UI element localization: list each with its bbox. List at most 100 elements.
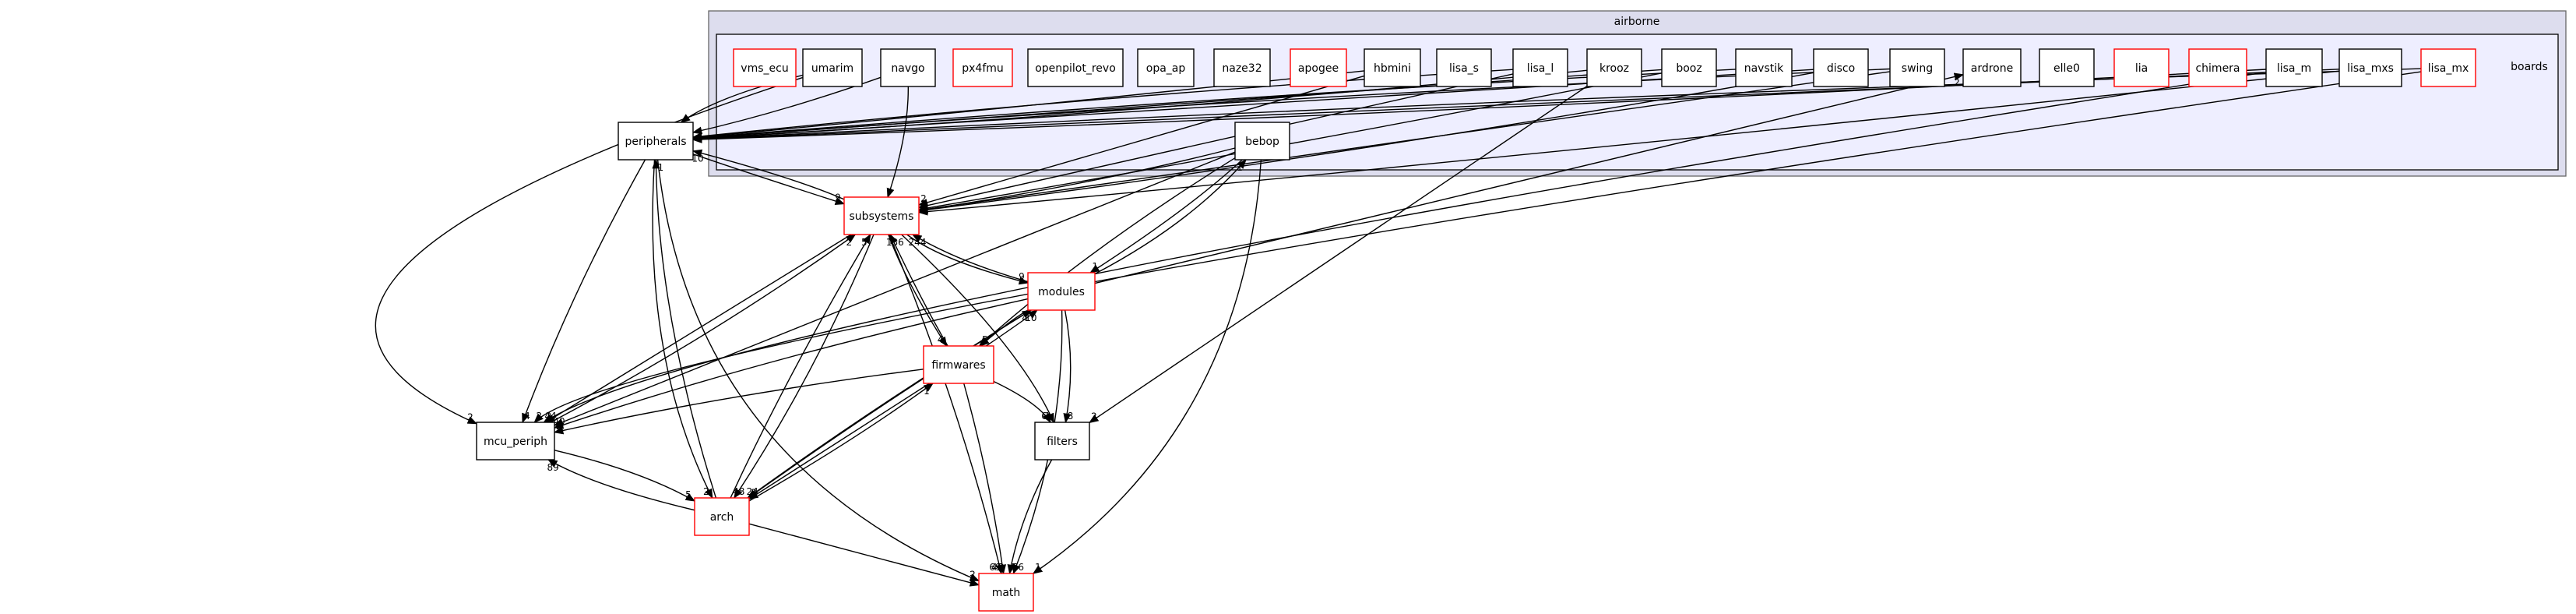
node-naze32[interactable]: naze32 — [1213, 48, 1271, 87]
edge-lisa_mxs-to-subsystems — [917, 70, 2340, 216]
node-swing[interactable]: swing — [1889, 48, 1945, 87]
node-modules[interactable]: modules — [1027, 272, 1096, 311]
node-box-openpilot_revo[interactable] — [1027, 48, 1124, 87]
node-label-openpilot_revo: openpilot_revo — [1035, 62, 1116, 75]
node-box-peripherals[interactable] — [618, 122, 694, 161]
node-bebop[interactable]: bebop — [1234, 122, 1290, 161]
node-openpilot_revo[interactable]: openpilot_revo — [1027, 48, 1124, 87]
node-lisa_mxs[interactable]: lisa_mxs — [2338, 48, 2402, 87]
node-box-bebop[interactable] — [1234, 122, 1290, 161]
node-box-arch[interactable] — [694, 497, 750, 536]
node-box-apogee[interactable] — [1290, 48, 1347, 87]
node-label-umarim: umarim — [811, 62, 853, 75]
node-box-swing[interactable] — [1889, 48, 1945, 87]
node-firmwares[interactable]: firmwares — [923, 345, 994, 384]
edge-label-firmwares-to-arch: 3 — [751, 488, 757, 499]
node-navstik[interactable]: navstik — [1735, 48, 1793, 87]
node-label-elle0: elle0 — [2053, 62, 2080, 75]
node-label-lisa_m: lisa_m — [2277, 62, 2311, 75]
edge-label-peripherals-to-arch: 2 — [703, 486, 709, 497]
edge-bebop-to-subsystems — [917, 147, 1236, 213]
edge-navstik-to-peripherals — [692, 69, 1737, 142]
node-vms_ecu[interactable]: vms_ecu — [733, 48, 797, 87]
node-box-lisa_m[interactable] — [2265, 48, 2323, 87]
node-box-px4fmu[interactable] — [952, 48, 1013, 87]
node-label-lia: lia — [2135, 62, 2148, 75]
node-ardrone[interactable]: ardrone — [1962, 48, 2022, 87]
node-opa_ap[interactable]: opa_ap — [1137, 48, 1195, 87]
node-label-ardrone: ardrone — [1971, 62, 2013, 75]
node-box-firmwares[interactable] — [923, 345, 994, 384]
node-box-vms_ecu[interactable] — [733, 48, 797, 87]
node-box-naze32[interactable] — [1213, 48, 1271, 87]
node-hbmini[interactable]: hbmini — [1364, 48, 1421, 87]
edge-label-bebop-to-modules: 1 — [1092, 261, 1098, 272]
node-box-lisa_mxs[interactable] — [2338, 48, 2402, 87]
node-box-modules[interactable] — [1027, 272, 1096, 311]
node-lisa_mx[interactable]: lisa_mx — [2420, 48, 2476, 87]
node-box-lisa_l[interactable] — [1512, 48, 1568, 87]
node-box-math[interactable] — [978, 573, 1034, 612]
edge-label-subsystems-to-math: 69 — [989, 562, 1001, 573]
node-box-subsystems[interactable] — [843, 196, 920, 235]
node-box-lia[interactable] — [2113, 48, 2170, 87]
node-booz[interactable]: booz — [1661, 48, 1717, 87]
node-arch[interactable]: arch — [694, 497, 750, 536]
node-mcu_periph[interactable]: mcu_periph — [476, 422, 555, 460]
edge-modules-to-mcu_periph — [553, 298, 1029, 429]
edge-modules-to-filters — [1063, 309, 1072, 424]
node-box-navstik[interactable] — [1735, 48, 1793, 87]
node-px4fmu[interactable]: px4fmu — [952, 48, 1013, 87]
edge-label-lisa_mx-to-mcu_periph: 2 — [536, 411, 542, 422]
node-box-opa_ap[interactable] — [1137, 48, 1195, 87]
node-box-lisa_s[interactable] — [1436, 48, 1492, 87]
node-box-lisa_mx[interactable] — [2420, 48, 2476, 87]
node-box-disco[interactable] — [1813, 48, 1869, 87]
edge-arch-to-modules — [748, 309, 1033, 499]
node-box-chimera[interactable] — [2188, 48, 2247, 87]
node-box-krooz[interactable] — [1586, 48, 1642, 87]
edge-firmwares-to-subsystems — [889, 233, 948, 347]
node-box-elle0[interactable] — [2039, 48, 2095, 87]
node-lisa_l[interactable]: lisa_l — [1512, 48, 1568, 87]
node-label-opa_ap: opa_ap — [1146, 62, 1186, 75]
node-box-filters[interactable] — [1034, 422, 1090, 460]
node-box-navgo[interactable] — [880, 48, 936, 87]
edge-label-modules-to-filters: 8 — [1068, 411, 1074, 422]
node-lisa_m[interactable]: lisa_m — [2265, 48, 2323, 87]
edge-label-bebop-to-math: 1 — [1035, 562, 1041, 573]
edge-arch-to-math — [748, 523, 980, 587]
node-peripherals[interactable]: peripherals — [618, 122, 694, 161]
node-box-mcu_periph[interactable] — [476, 422, 555, 460]
edge-bebop-to-modules — [1089, 159, 1243, 273]
edge-label-subsystems-to-firmwares: 4 — [938, 334, 944, 345]
node-disco[interactable]: disco — [1813, 48, 1869, 87]
edge-label-peripherals-to-mcu_periph: 4 — [524, 411, 530, 422]
node-navgo[interactable]: navgo — [880, 48, 936, 87]
node-box-booz[interactable] — [1661, 48, 1717, 87]
edge-label-arch-to-subsystems: 5 — [861, 237, 867, 248]
node-box-hbmini[interactable] — [1364, 48, 1421, 87]
edge-label-arch-to-firmwares: 1 — [924, 386, 930, 397]
node-elle0[interactable]: elle0 — [2039, 48, 2095, 87]
edge-krooz-to-filters — [1088, 86, 1588, 424]
node-lia[interactable]: lia — [2113, 48, 2170, 87]
node-label-peripherals: peripherals — [625, 136, 686, 148]
node-math[interactable]: math — [978, 573, 1034, 612]
edge-arch-to-mcu_periph — [547, 459, 695, 511]
edge-label-subsystems-to-modules: 9 — [1019, 271, 1025, 282]
node-box-ardrone[interactable] — [1962, 48, 2022, 87]
node-umarim[interactable]: umarim — [802, 48, 863, 87]
node-subsystems[interactable]: subsystems — [843, 196, 920, 235]
node-label-filters: filters — [1047, 436, 1078, 448]
edge-peripherals-to-mcu_periph — [522, 159, 646, 424]
node-box-umarim[interactable] — [802, 48, 863, 87]
node-krooz[interactable]: krooz — [1586, 48, 1642, 87]
node-apogee[interactable]: apogee — [1290, 48, 1347, 87]
node-label-navgo: navgo — [891, 62, 924, 75]
node-lisa_s[interactable]: lisa_s — [1436, 48, 1492, 87]
node-filters[interactable]: filters — [1034, 422, 1090, 460]
edge-peripherals-to-math — [656, 159, 980, 582]
node-chimera[interactable]: chimera — [2188, 48, 2247, 87]
